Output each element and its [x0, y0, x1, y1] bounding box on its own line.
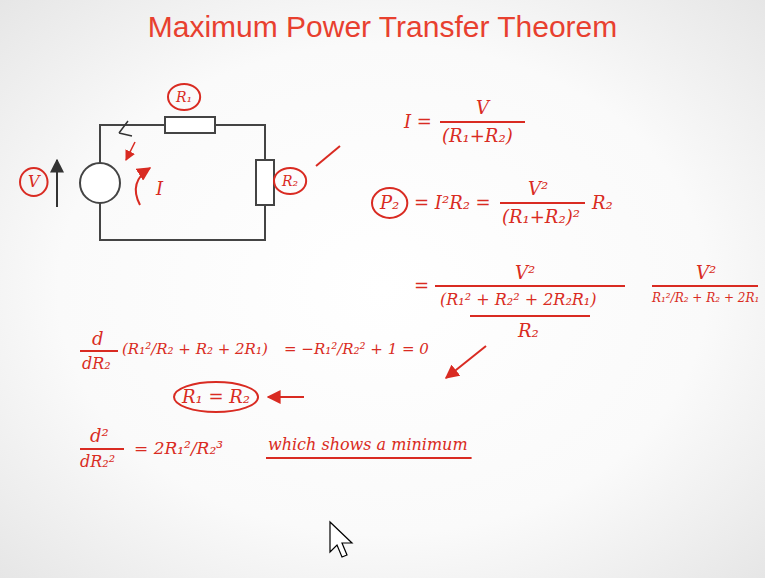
handwritten-note: R₂ — [518, 322, 539, 340]
hand-circle — [174, 382, 258, 412]
fraction-bars — [80, 122, 758, 449]
handwritten-note: (R₁² + R₂² + 2R₂R₁) — [440, 292, 597, 308]
handwritten-note: = I²R₂ = — [414, 194, 491, 212]
handwritten-note: d² — [90, 427, 109, 445]
handwritten-note: (R₁+R₂)² — [502, 208, 580, 226]
pointer-arrow — [268, 396, 304, 398]
pointer-arrow — [446, 346, 486, 378]
handwritten-note: = 2R₁²/R₂³ — [134, 440, 223, 457]
mouse-cursor — [330, 522, 352, 557]
red-tick — [316, 146, 340, 166]
hand-circle — [20, 168, 48, 196]
source-symbol — [80, 163, 120, 203]
handwritten-note: V² — [528, 180, 548, 198]
handwritten-note: = — [414, 277, 429, 295]
handwritten-note: d — [92, 330, 104, 348]
handwritten-note: R₁²/R₂ + R₂ + 2R₁ — [652, 292, 759, 304]
voltage-arrow — [56, 160, 58, 207]
handwritten-note: P₂ — [380, 194, 399, 212]
current-mark — [119, 121, 132, 136]
handwritten-note: I = — [404, 113, 432, 131]
circuit-wires — [100, 125, 265, 240]
handwritten-note: R₂ — [592, 194, 613, 212]
resistor-symbol — [165, 117, 215, 133]
hand-circle — [274, 168, 306, 194]
hand-circle — [372, 188, 407, 218]
handwritten-note: which shows a minimum — [268, 437, 468, 453]
resistor-symbol — [256, 160, 274, 205]
hand-circle — [168, 84, 200, 110]
hand-underline — [266, 457, 472, 459]
handwritten-note: V² — [696, 264, 716, 282]
handwritten-note: R₂ — [282, 174, 298, 188]
handwritten-note: R₁ = R₂ — [182, 388, 250, 406]
handwritten-note: dR₂² — [80, 454, 115, 470]
red-mark — [126, 142, 135, 160]
slide-title: Maximum Power Transfer Theorem — [0, 10, 765, 43]
handwritten-note: = −R₁²/R₂² + 1 = 0 — [284, 342, 429, 357]
handwritten-note: (R₁+R₂) — [442, 127, 513, 145]
handwritten-note: V — [476, 99, 489, 117]
handwritten-note: V — [28, 174, 40, 190]
handwritten-note: R₁ — [176, 90, 192, 104]
handwritten-note: dR₂ — [82, 356, 111, 372]
current-loop-arrow — [136, 168, 150, 205]
handwritten-note: V² — [515, 264, 535, 282]
handwritten-note: (R₁²/R₂ + R₂ + 2R₁) — [122, 342, 268, 357]
handwritten-note: I — [156, 180, 163, 198]
